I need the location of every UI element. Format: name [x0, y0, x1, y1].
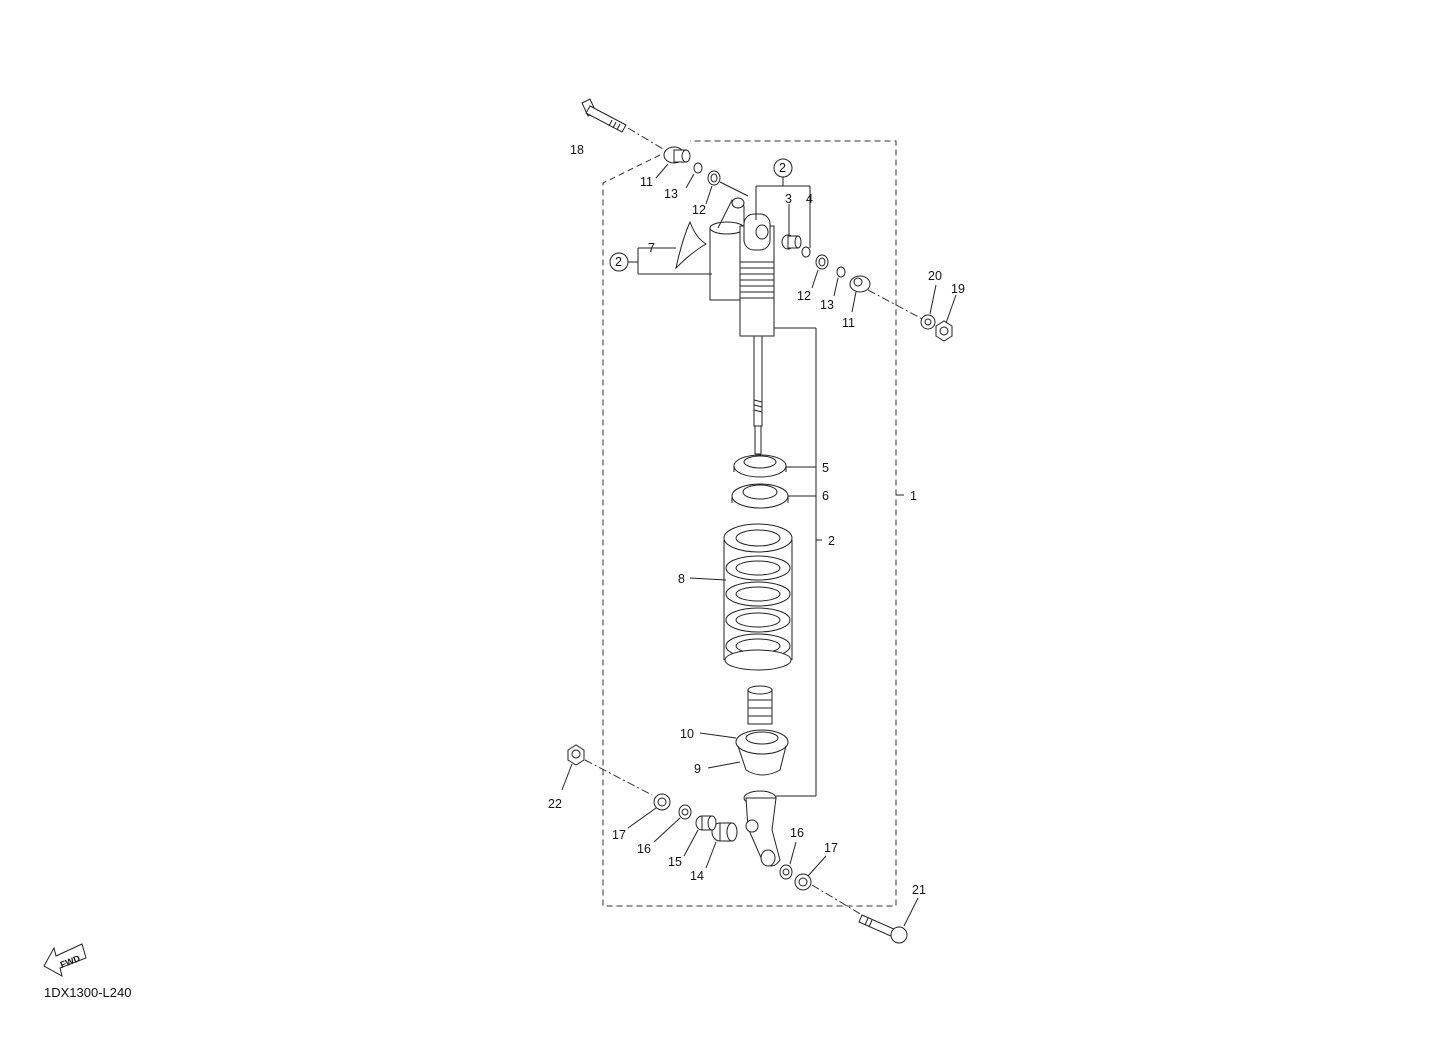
lower-clevis-part [743, 790, 781, 867]
ring-4-part [801, 246, 811, 258]
bump-rubber-10-part [747, 685, 773, 725]
shock-shaft-part [753, 335, 763, 455]
shock-body-part [739, 213, 775, 337]
callout-14: 14 [690, 869, 704, 883]
callout-2-right: 2 [828, 534, 835, 548]
callout-9: 9 [694, 762, 701, 776]
callout-12-upper: 12 [692, 203, 706, 217]
callout-2-left: 2 [615, 255, 622, 269]
bushing-3-part [781, 234, 802, 250]
callout-11-upper: 11 [640, 175, 653, 189]
washer-12-upper-part [707, 170, 721, 186]
collar-15-part [695, 815, 717, 831]
callout-11-lower: 11 [842, 316, 855, 330]
callout-16-right: 16 [790, 826, 804, 840]
adjuster-6-part [731, 483, 789, 509]
bolt-18-part [581, 98, 627, 133]
callout-12-lower: 12 [797, 289, 811, 303]
washer-16-left-part [678, 804, 692, 820]
callout-6: 6 [822, 489, 829, 503]
callout-21: 21 [912, 883, 926, 897]
bolt-21-part [858, 914, 908, 944]
collar-11-upper-part [663, 146, 691, 164]
callout-17-left: 17 [612, 828, 626, 842]
assembly-boundary [602, 140, 897, 907]
leader-lines [561, 163, 957, 927]
callout-18: 18 [570, 143, 584, 157]
callout-5: 5 [822, 461, 829, 475]
washer-16-right-part [779, 864, 793, 880]
callout-13-lower: 13 [820, 298, 834, 312]
axis-line-lower-left [584, 759, 653, 796]
spring-8-part [723, 523, 793, 671]
seal-17-right-part [794, 873, 812, 891]
nut-22-part [567, 744, 585, 766]
callout-3: 3 [785, 192, 792, 206]
cover-7-part [675, 220, 707, 270]
callout-2-top: 2 [779, 161, 786, 175]
axis-line-lower-right [811, 884, 863, 916]
spring-seat-9-part [735, 729, 789, 776]
callout-19: 19 [951, 282, 965, 296]
callout-10: 10 [680, 727, 694, 741]
oring-13-lower-part [836, 266, 846, 278]
axis-line-top-bolt [627, 127, 669, 153]
callout-15: 15 [668, 855, 682, 869]
callout-labels: 18 11 13 12 2 3 4 7 2 12 13 11 20 19 5 6… [548, 143, 965, 897]
bearing-14-part [711, 822, 738, 842]
callout-22: 22 [548, 797, 562, 811]
diagram-code: 1DX1300-L240 [44, 985, 131, 1000]
reservoir-part [709, 197, 745, 301]
washer-12-lower-part [815, 254, 829, 270]
callout-16-left: 16 [637, 842, 651, 856]
callout-20: 20 [928, 269, 942, 283]
oring-13-upper-part [693, 162, 703, 174]
callout-8: 8 [678, 572, 685, 586]
nut-19-part [935, 320, 953, 342]
callout-13-upper: 13 [664, 187, 678, 201]
callout-7: 7 [648, 241, 655, 255]
callout-4: 4 [806, 192, 813, 206]
axis-line-right-nut [867, 289, 929, 323]
locknut-5-part [733, 454, 787, 478]
collar-11-lower-part [849, 275, 871, 293]
callout-1: 1 [910, 489, 917, 503]
callout-17-right: 17 [824, 841, 838, 855]
fwd-arrow-icon: FWD [43, 943, 87, 977]
washer-20-part [920, 314, 936, 330]
seal-17-left-part [653, 793, 671, 811]
